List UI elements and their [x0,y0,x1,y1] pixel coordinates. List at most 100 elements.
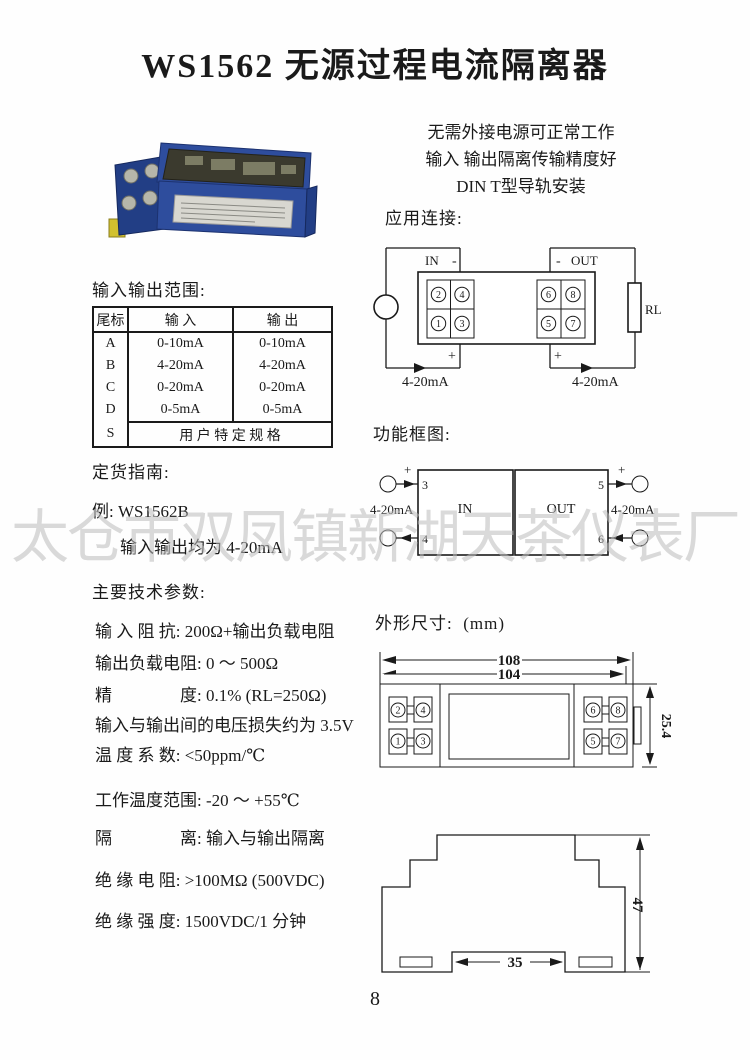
table-row: D 0-5mA 0-5mA [94,399,331,421]
spec-line: 工作温度范围: -20 ～ +55℃ [95,791,300,810]
ordering-example: 例: WS1562B [92,502,189,521]
svg-text:7: 7 [616,737,621,748]
table-row: C 0-20mA 0-20mA [94,377,331,399]
mounting-slot [399,956,433,968]
dim-25-4: 25.4 [658,714,672,739]
header-output: 输 出 [266,313,299,329]
output-current-label: 4-20mA [572,375,620,390]
pcb-component [211,159,235,170]
dimension-side-view: 35 47 [381,834,650,973]
svg-text:4: 4 [421,706,426,717]
pcb-component [243,162,275,175]
spec-line: 精 度: 0.1% (RL=250Ω) [95,686,327,705]
svg-text:6: 6 [591,706,596,717]
table-special-row: S 用 户 特 定 规 格 [94,421,331,446]
label-text-lines [180,202,286,223]
screw-terminal [144,163,160,179]
header-suffix: 尾标 [94,308,129,331]
terminal-3: 3 [422,478,428,492]
page-title: WS1562 无源过程电流隔离器 [141,48,609,85]
current-arrow [581,363,593,373]
svg-text:3: 3 [460,319,465,330]
spec-line: 隔 离: 输入与输出隔离 [95,829,325,848]
table-header-row: 尾标 输 入 输 出 [94,308,331,333]
dimension-top-view: 108 104 2 4 1 3 6 8 5 7 25.4 [379,652,672,768]
page-number: 8 [370,988,380,1010]
spec-line: 输 入 阻 抗: 200Ω+输出负载电阻 [95,622,335,641]
svg-text:8: 8 [571,290,576,301]
terminal-5: 5 [598,478,604,492]
in-block [417,469,514,556]
section-application: 应用连接: [385,209,463,228]
section-range: 输入输出范围: [92,281,206,300]
section-function: 功能框图: [373,425,451,444]
table-row: B 4-20mA 4-20mA [94,355,331,377]
spec-line: 绝 缘 强 度: 1500VDC/1 分钟 [95,912,307,931]
spec-line: 温 度 系 数: <50ppm/℃ [95,746,266,765]
dim-108: 108 [498,653,521,669]
isolator-module-outline [417,271,596,345]
dim-104: 104 [498,667,521,683]
center-label-area [448,693,570,760]
screw-terminal [123,168,139,184]
product-label [172,194,294,229]
io-range-table: 尾标 输 入 输 出 A 0-10mA 0-10mA B 4-20mA 4-20… [92,306,333,448]
plus-sign: + [404,462,411,477]
flow-arrow [616,480,627,488]
flow-arrow [400,534,411,542]
svg-text:1: 1 [396,737,401,748]
feature-line: 输入 输出隔离传输精度好 [425,150,617,169]
section-dimensions: 外形尺寸: (mm) [375,614,506,633]
pcb-component [281,165,296,174]
terminal-circle [631,529,649,547]
out-label: OUT [571,253,598,268]
plus-sign: + [448,349,456,364]
terminal-6: 6 [598,532,604,546]
svg-text:6: 6 [546,290,551,301]
terminal-circle [379,529,397,547]
module-end-cap [304,185,318,238]
svg-text:1: 1 [436,319,441,330]
product-photo [108,142,318,238]
section-ordering: 定货指南: [92,463,170,482]
spec-line: 输出负载电阻: 0 ～ 500Ω [95,654,279,673]
out-block-label: OUT [547,502,576,517]
mounting-slot [578,956,613,968]
terminal-circle [631,475,649,493]
svg-text:7: 7 [571,319,576,330]
output-current-label: 4-20mA [611,502,655,517]
flow-arrow [404,480,415,488]
out-block [514,469,609,556]
svg-text:5: 5 [591,737,596,748]
svg-text:8: 8 [616,706,621,717]
plus-sign: + [618,462,625,477]
section-params: 主要技术参数: [92,583,206,602]
rl-label: RL [645,302,662,317]
in-label: IN [425,253,439,268]
plus-sign: + [554,349,562,364]
spec-line: 绝 缘 电 阻: >100MΩ (500VDC) [95,871,325,890]
functional-block-diagram: IN OUT + + 3 4 5 6 4-20mA 4-20mA [370,462,655,556]
dim-47: 47 [629,898,645,914]
module-outline [379,683,634,768]
application-wiring-diagram: 2 4 1 3 6 8 5 7 IN - - OUT + + RL 4-20mA… [373,247,662,390]
feature-line: 无需外接电源可正常工作 [427,123,615,142]
svg-text:2: 2 [396,706,401,717]
center-body [439,683,575,768]
flow-arrow [612,534,623,542]
ordering-note: 输入输出均为 4-20mA [120,538,283,557]
feature-line: DIN T型导轨安装 [456,177,586,196]
screw-terminal [142,190,158,206]
pcb-component [185,156,203,165]
din-profile [381,834,626,973]
table-row: A 0-10mA 0-10mA [94,333,331,355]
dim-35: 35 [508,955,523,971]
input-current-label: 4-20mA [402,375,450,390]
svg-text:5: 5 [546,319,551,330]
spec-list: 输 入 阻 抗: 200Ω+输出负载电阻 输出负载电阻: 0 ～ 500Ω 精 … [95,623,395,931]
svg-text:3: 3 [421,737,426,748]
terminal-4: 4 [422,532,428,546]
svg-text:4: 4 [460,290,465,301]
terminal-numbers: 2 4 1 3 6 8 5 7 [430,286,581,332]
